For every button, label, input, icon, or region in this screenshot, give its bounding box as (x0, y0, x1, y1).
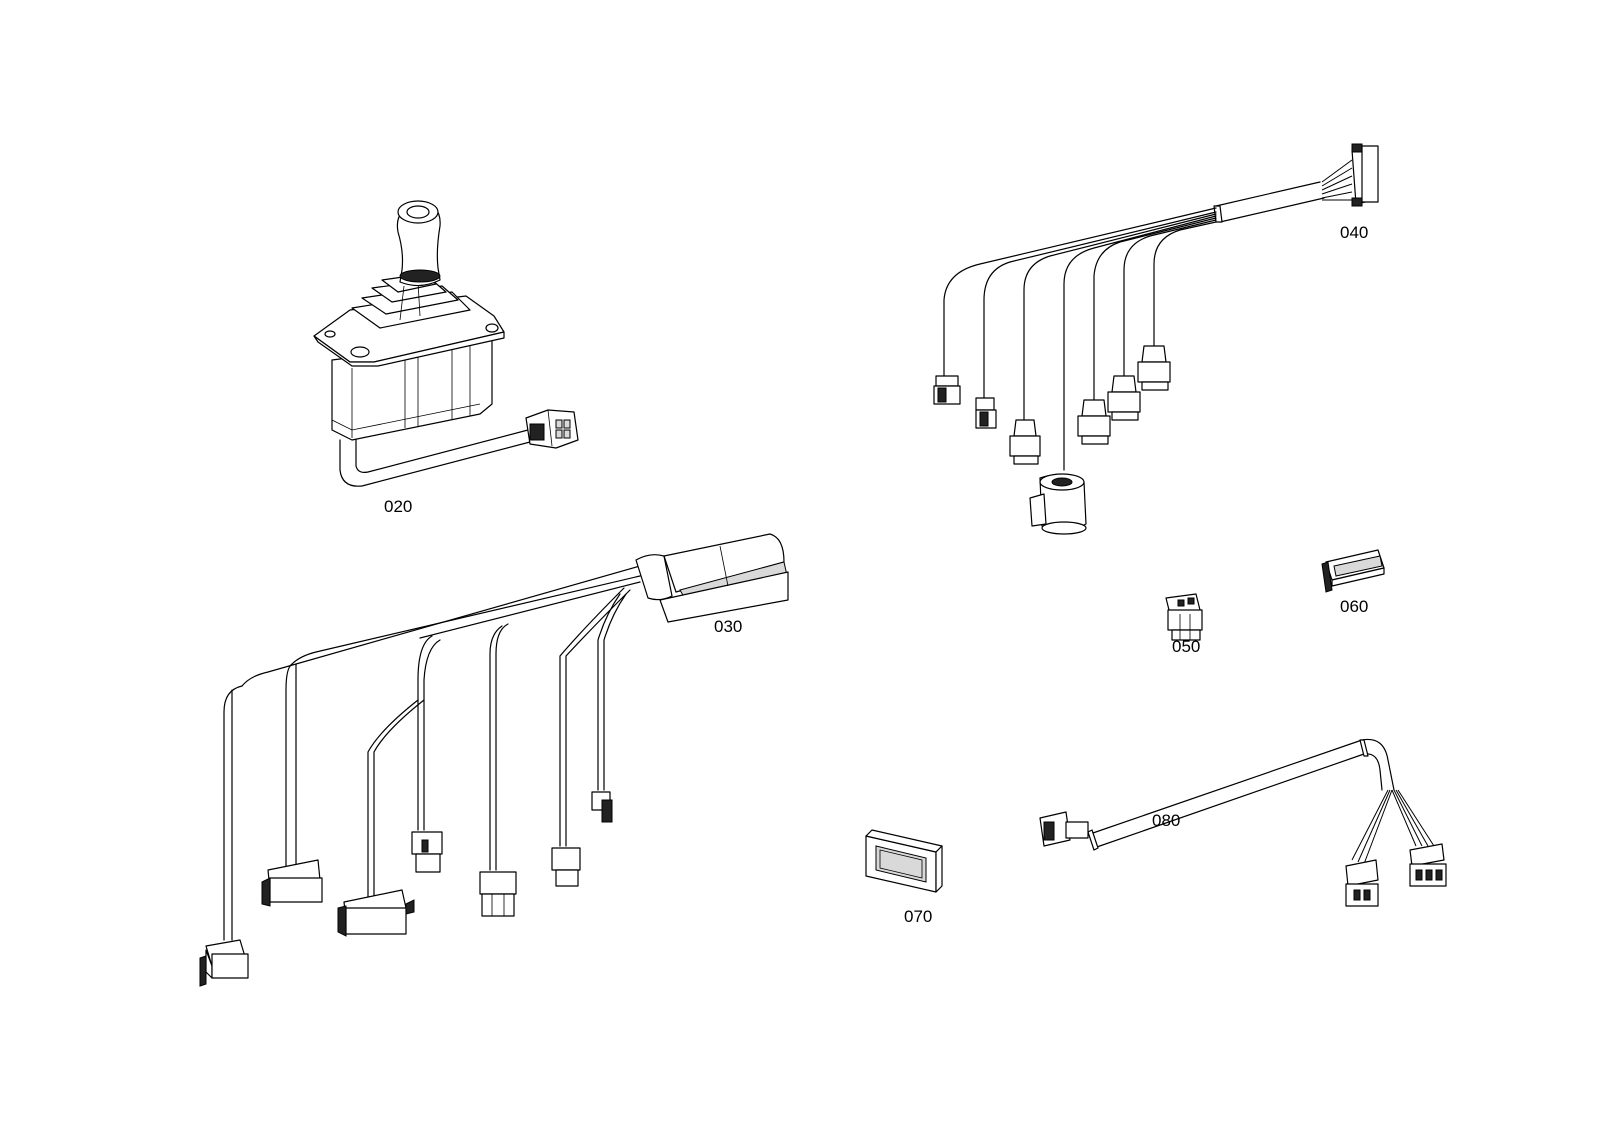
terminal-strip[interactable] (1321, 549, 1385, 593)
label-080: 080 (1152, 811, 1180, 830)
label-070: 070 (904, 907, 932, 926)
adapter-harness[interactable] (1039, 738, 1447, 907)
label-050: 050 (1172, 637, 1200, 656)
branch-harness[interactable] (933, 143, 1379, 535)
joystick-assembly[interactable] (313, 200, 579, 487)
label-020: 020 (384, 497, 412, 516)
label-040: 040 (1340, 223, 1368, 242)
label-060: 060 (1340, 597, 1368, 616)
label-030: 030 (714, 617, 742, 636)
main-harness[interactable] (199, 533, 789, 987)
small-connector[interactable] (1165, 593, 1203, 641)
rect-socket[interactable] (865, 829, 943, 893)
